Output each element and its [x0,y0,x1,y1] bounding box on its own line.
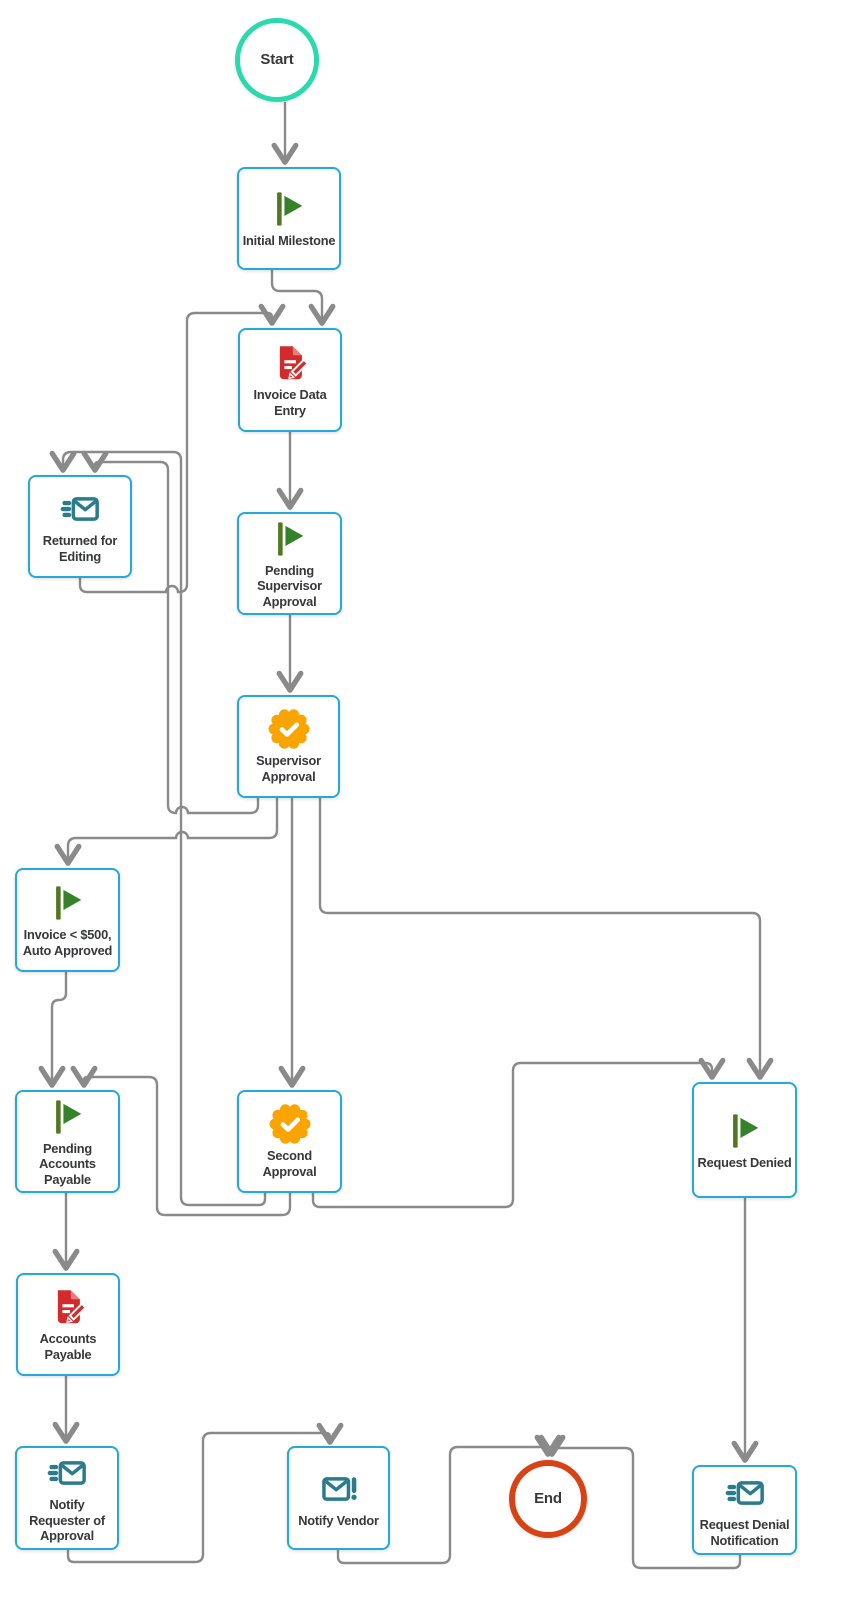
node-label: End [534,1489,562,1507]
document-edit-icon [267,342,313,384]
node-label: Second Approval [262,1148,317,1179]
email-fast-icon [57,488,103,530]
node-label: Request Denial Notification [699,1516,790,1548]
node-label: Pending Supervisor Approval [257,562,322,609]
email-fast-icon [722,1472,768,1514]
node-label: Accounts Payable [39,1331,97,1362]
edge-second-approval-to-returned-for-editing [49,450,267,1207]
node-pending-supervisor-approval[interactable]: Pending Supervisor Approval [237,512,342,615]
node-invoice-under-500[interactable]: Invoice < $500, Auto Approved [15,868,120,972]
flag-icon [266,188,312,230]
approval-badge-icon [267,1103,313,1145]
edge-initial-milestone-to-invoice-data-entry [270,268,336,326]
node-label: Initial Milestone [242,233,336,249]
node-label: Returned for Editing [42,533,118,564]
node-pending-accounts-payable[interactable]: Pending Accounts Payable [15,1090,120,1193]
node-accounts-payable[interactable]: Accounts Payable [16,1273,120,1376]
edge-invoice-under-500-to-pending-accounts-payable [38,970,68,1088]
edge-returned-for-editing-to-invoice-data-entry [78,303,286,594]
edge-request-denial-notification-to-end [538,1434,742,1570]
document-edit-icon [45,1286,91,1328]
email-alert-icon [316,1468,362,1510]
node-label: Notify Vendor [298,1512,379,1528]
node-request-denied[interactable]: Request Denied [692,1082,797,1198]
edge-supervisor-approval-to-returned-for-editing [81,450,260,815]
edge-second-approval-to-request-denied [311,1057,726,1209]
node-label: Start [260,50,294,68]
node-second-approval[interactable]: Second Approval [237,1090,342,1193]
node-notify-vendor[interactable]: Notify Vendor [287,1446,390,1550]
flag-icon [267,518,313,560]
node-invoice-data-entry[interactable]: Invoice Data Entry [238,328,342,432]
flag-icon [45,882,91,924]
node-label: Invoice < $500, Auto Approved [22,926,113,958]
node-initial-milestone[interactable]: Initial Milestone [237,167,341,270]
node-returned-for-editing[interactable]: Returned for Editing [28,475,132,578]
edge-supervisor-approval-to-invoice-under-500 [54,796,279,866]
node-request-denial-notification[interactable]: Request Denial Notification [692,1465,797,1555]
node-start[interactable]: Start [235,18,319,102]
node-label: Notify Requester of Approval [29,1497,105,1544]
node-label: Invoice Data Entry [253,386,327,418]
node-label: Supervisor Approval [256,753,321,784]
email-fast-icon [44,1452,90,1494]
edge-second-approval-to-pending-accounts-payable [70,1065,292,1217]
node-supervisor-approval[interactable]: Supervisor Approval [237,695,340,798]
node-end[interactable]: End [509,1460,587,1538]
flag-icon [722,1110,768,1152]
flag-icon [45,1096,91,1138]
node-label: Request Denied [697,1154,792,1170]
approval-badge-icon [266,708,312,750]
node-notify-requester[interactable]: Notify Requester of Approval [15,1446,119,1550]
edge-supervisor-approval-to-request-denied [318,796,774,1080]
edge-notify-requester-to-notify-vendor [66,1422,344,1564]
node-label: Pending Accounts Payable [39,1140,96,1187]
